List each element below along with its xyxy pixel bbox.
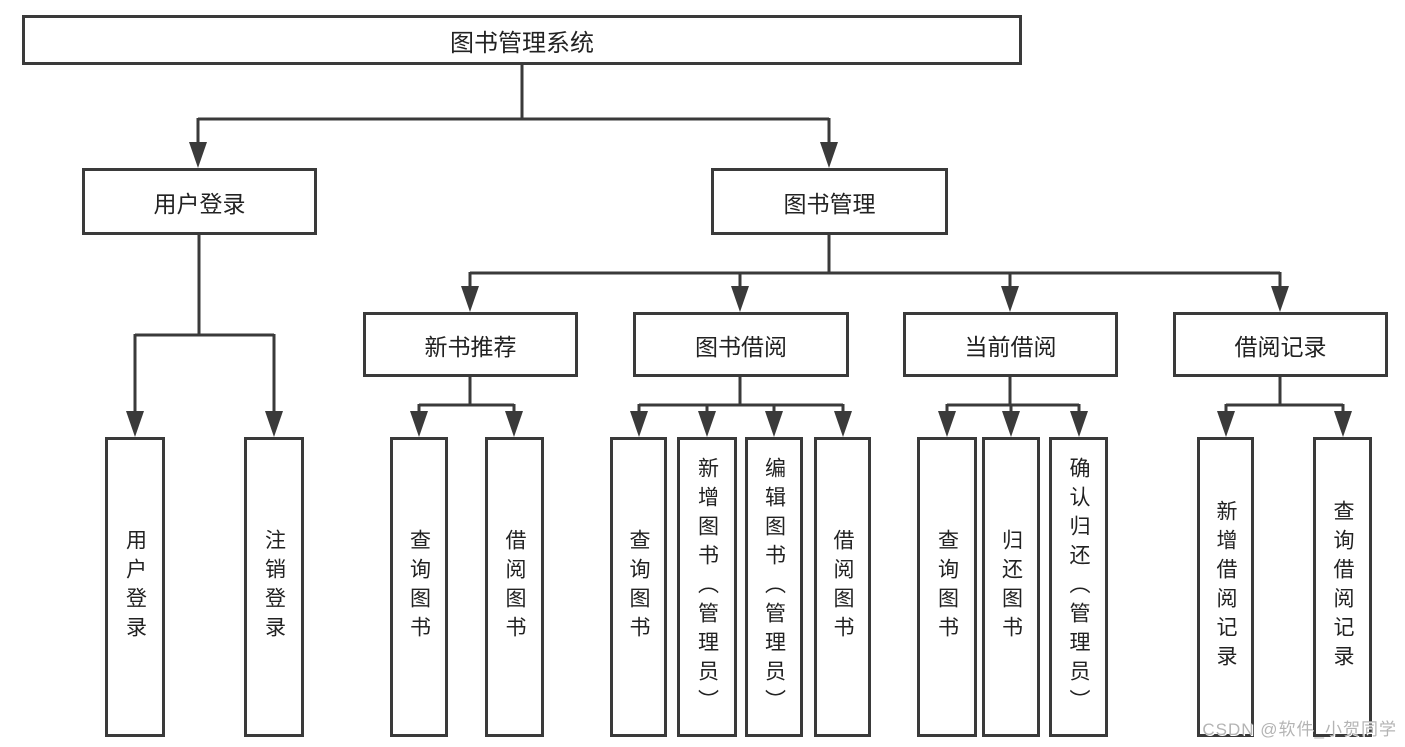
leaf-user-login: 用户登录	[105, 437, 165, 737]
leaf-borrow-books-borrowing-label: 借阅图书	[831, 529, 854, 645]
node-user-login-label: 用户登录	[153, 190, 246, 217]
leaf-return-book-label: 归还图书	[999, 529, 1023, 645]
leaf-query-books-current-label: 查询图书	[935, 529, 959, 645]
edge-root-children	[189, 65, 838, 168]
node-current-borrowing-label: 当前借阅	[964, 333, 1057, 360]
leaf-add-book-admin-label: 新增图书（管理员）	[695, 456, 719, 718]
node-root-label: 图书管理系统	[450, 29, 594, 57]
leaf-query-books-recommendation: 查询图书	[390, 437, 448, 737]
leaf-borrow-books-borrowing: 借阅图书	[814, 437, 871, 737]
edge-user-login-children	[126, 234, 283, 437]
leaf-confirm-return-admin: 确认归还（管理员）	[1049, 437, 1108, 737]
node-current-borrowing: 当前借阅	[903, 312, 1118, 377]
leaf-add-borrow-record-label: 新增借阅记录	[1214, 500, 1237, 674]
leaf-edit-book-admin: 编辑图书（管理员）	[745, 437, 803, 737]
leaf-borrow-books-recommendation-label: 借阅图书	[503, 529, 526, 645]
edge-recommendation-children	[410, 376, 523, 437]
leaf-confirm-return-admin-label: 确认归还（管理员）	[1067, 456, 1090, 718]
leaf-query-borrow-record: 查询借阅记录	[1313, 437, 1372, 737]
leaf-query-books-current: 查询图书	[917, 437, 977, 737]
edge-borrowing-children	[630, 376, 852, 437]
node-book-borrowing-label: 图书借阅	[695, 333, 787, 360]
leaf-logout-label: 注销登录	[262, 529, 286, 645]
leaf-add-book-admin: 新增图书（管理员）	[677, 437, 737, 737]
node-borrowing-records-label: 借阅记录	[1234, 333, 1327, 360]
leaf-edit-book-admin-label: 编辑图书（管理员）	[762, 456, 786, 718]
leaf-return-book: 归还图书	[982, 437, 1040, 737]
edge-records-children	[1217, 376, 1352, 437]
node-new-book-recommendation-label: 新书推荐	[424, 333, 517, 360]
edge-current-borrow-children	[938, 376, 1088, 437]
node-book-management-label: 图书管理	[783, 190, 876, 217]
node-book-borrowing: 图书借阅	[633, 312, 849, 377]
leaf-add-borrow-record: 新增借阅记录	[1197, 437, 1254, 737]
leaf-user-login-label: 用户登录	[123, 529, 147, 645]
node-borrowing-records: 借阅记录	[1173, 312, 1388, 377]
edge-book-management-children	[461, 234, 1289, 312]
leaf-query-borrow-record-label: 查询借阅记录	[1331, 500, 1354, 674]
node-user-login: 用户登录	[82, 168, 317, 235]
node-book-management: 图书管理	[711, 168, 948, 235]
node-new-book-recommendation: 新书推荐	[363, 312, 578, 377]
leaf-borrow-books-recommendation: 借阅图书	[485, 437, 544, 737]
leaf-query-books-borrowing-label: 查询图书	[627, 529, 650, 645]
node-root: 图书管理系统	[22, 15, 1022, 65]
leaf-query-books-recommendation-label: 查询图书	[407, 529, 431, 645]
leaf-query-books-borrowing: 查询图书	[610, 437, 667, 737]
leaf-logout: 注销登录	[244, 437, 304, 737]
